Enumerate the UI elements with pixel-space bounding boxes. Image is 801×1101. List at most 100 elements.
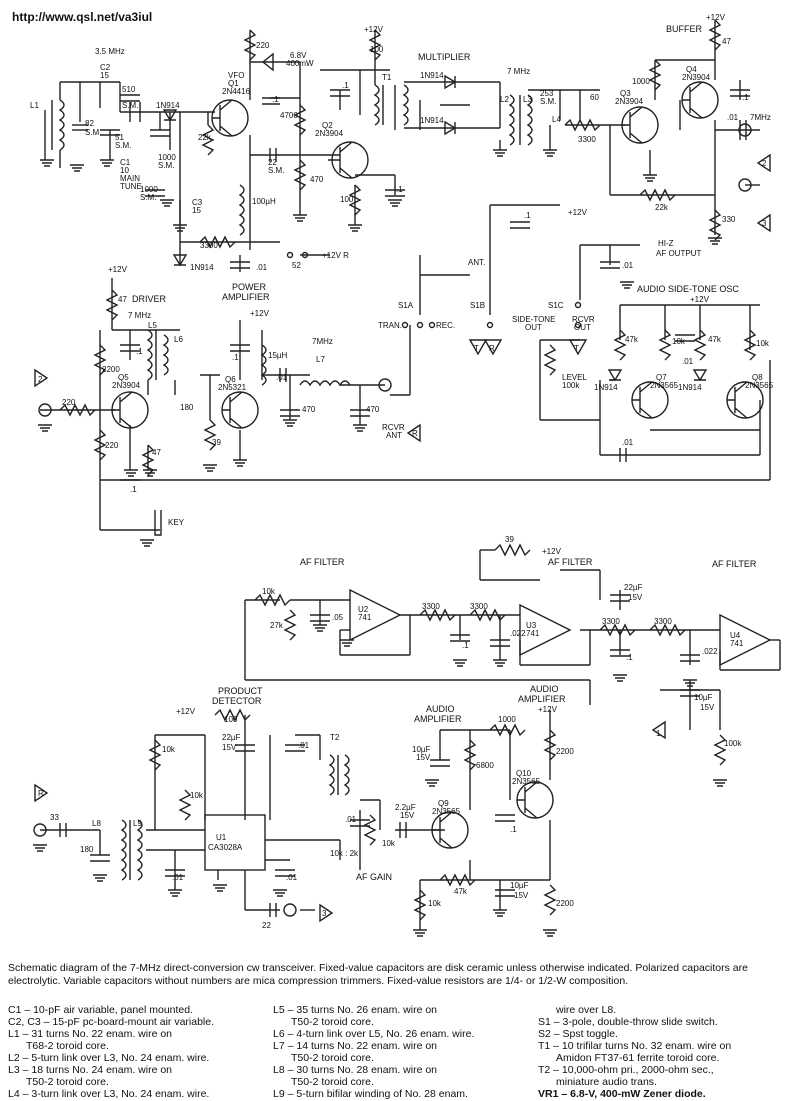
label-af-gain: AF GAIN (356, 872, 392, 882)
parts-line: S2 – Spst toggle. (538, 1028, 618, 1040)
label-q8: Q8 (752, 373, 763, 382)
label-q9-type: 2N3565 (432, 807, 461, 816)
label-r100c: 100 (224, 715, 238, 724)
label-u4-type: 741 (730, 639, 744, 648)
label-sm7: S.M. (268, 166, 284, 175)
label-7mhz-b: 7 MHz (128, 311, 151, 320)
label-af-output: AF OUTPUT (656, 249, 701, 258)
label-l2: L2 (500, 95, 509, 104)
label-sm5: S.M. (140, 193, 156, 202)
label-sidetone-out2: OUT (525, 323, 542, 332)
label-c1-pa: .1 (232, 353, 239, 362)
label-c-q1: .1 (272, 95, 279, 104)
label-r10k-c: 10k (190, 791, 204, 800)
label-q7-type: 2N3565 (650, 381, 679, 390)
label-q6: Q6 (225, 375, 236, 384)
label-r100b: 100 (340, 195, 354, 204)
label-q4-type: 2N3904 (682, 73, 711, 82)
label-s1c: S1C (548, 301, 564, 310)
label-hiz: HI-Z (658, 239, 674, 248)
label-power: POWER (232, 282, 267, 292)
label-c470: 470 (302, 405, 316, 414)
label-q1: Q1 (228, 79, 239, 88)
label-sm2: S.M. (85, 128, 101, 137)
tag-t-a: T (474, 344, 479, 353)
label-l1: L1 (30, 101, 39, 110)
label-r39: 39 (212, 438, 221, 447)
parts-line: L1 – 31 turns No. 22 enam. wire on (8, 1028, 173, 1040)
label-7mhz-out: 7MHz (750, 113, 771, 122)
label-r47: 47 (722, 37, 731, 46)
label-7mhz-l7: 7MHz (312, 337, 333, 346)
label-r10k-b: 10k (162, 745, 176, 754)
label-plus12-f: +12V (250, 309, 270, 318)
parts-line: T68-2 toroid core. (26, 1040, 109, 1052)
label-7mhz-a: 7 MHz (507, 67, 530, 76)
label-c10uf-v: 15V (700, 703, 715, 712)
label-c10uf-b: 10µF (412, 745, 431, 754)
label-c01-pd: .01 (298, 741, 310, 750)
label-r22k-b: 22k (655, 203, 669, 212)
label-rcvr-ant: RCVR (382, 423, 405, 432)
label-c22uf: 22µF (624, 583, 643, 592)
label-driver: DRIVER (132, 294, 167, 304)
label-c22uf-v: 15V (628, 593, 643, 602)
parts-line: L9 – 5-turn bifilar winding of No. 28 en… (273, 1088, 468, 1100)
tag-2: 2 (762, 159, 767, 168)
label-r10k-osc: 10k (672, 337, 686, 346)
label-plus12-g: +12V (542, 547, 562, 556)
label-r3300-f4: 3300 (654, 617, 672, 626)
label-sidetone: AUDIO SIDE-TONE OSC (637, 284, 739, 294)
label-c22uf-b: 22µF (222, 733, 241, 742)
label-l5: L5 (148, 321, 157, 330)
label-c022-b: .022 (702, 647, 718, 656)
figure-caption: Schematic diagram of the 7-MHz direct-co… (8, 962, 748, 987)
label-c10uf-bv: 15V (416, 753, 431, 762)
label-c33: 33 (50, 813, 59, 822)
label-plus12-b: +12V (706, 13, 726, 22)
label-c2-val: 15 (100, 71, 109, 80)
label-c510: 510 (122, 85, 136, 94)
label-t2: T2 (330, 733, 340, 742)
label-plus12-r: +12V R (322, 251, 349, 260)
label-c-t1: .1 (342, 81, 349, 90)
label-c1-drv2: .1 (130, 485, 137, 494)
label-r47k-b: 47k (708, 335, 722, 344)
label-c01-osc2: .01 (622, 438, 634, 447)
label-c1-tune: TUNE (120, 182, 142, 191)
label-r3300-f3: 3300 (602, 617, 620, 626)
label-c01-pa: .01 (276, 373, 288, 382)
label-plus12-a: +12V (364, 25, 384, 34)
label-af-filter-1: AF FILTER (300, 557, 345, 567)
label-r39b: 39 (505, 535, 514, 544)
label-vfo: VFO (228, 71, 244, 80)
label-c-q2: .1 (396, 185, 403, 194)
label-3-5-mhz: 3.5 MHz (95, 47, 125, 56)
label-c253: 253 (540, 89, 554, 98)
label-r10k-d: 10k (428, 899, 442, 908)
label-r47c: 47 (152, 448, 161, 457)
parts-line: L7 – 14 turns No. 22 enam. wire on (273, 1040, 438, 1052)
label-r220: 220 (256, 41, 270, 50)
label-q10: Q10 (516, 769, 532, 778)
label-c1-f2: .1 (626, 653, 633, 662)
label-u2-type: 741 (358, 613, 372, 622)
label-r27k: 27k (270, 621, 284, 630)
parts-line: Amidon FT37-61 ferrite toroid core. (556, 1052, 720, 1064)
label-r1000b: 1000 (498, 715, 516, 724)
label-rcvr-ant2: ANT (386, 431, 402, 440)
label-l9: L9 (133, 819, 142, 828)
label-c3: C3 (192, 198, 203, 207)
label-r10k-osc2: 10k (756, 339, 770, 348)
parts-line: L2 – 5-turn link over L3, No. 24 enam. w… (8, 1052, 210, 1064)
label-c022-a: .022 (510, 629, 526, 638)
label-c51: 51 (115, 133, 124, 142)
tag-2-drv: 2 (38, 375, 43, 384)
label-rcvr-out2: OUT (574, 323, 591, 332)
label-q9: Q9 (438, 799, 449, 808)
label-zener-v: 6.8V (290, 51, 307, 60)
label-c05: .05 (332, 613, 344, 622)
label-c22b: 22 (262, 921, 271, 930)
label-r10k-gain: 10k (382, 839, 396, 848)
parts-line: S1 – 3-pole, double-throw slide switch. (538, 1016, 718, 1028)
